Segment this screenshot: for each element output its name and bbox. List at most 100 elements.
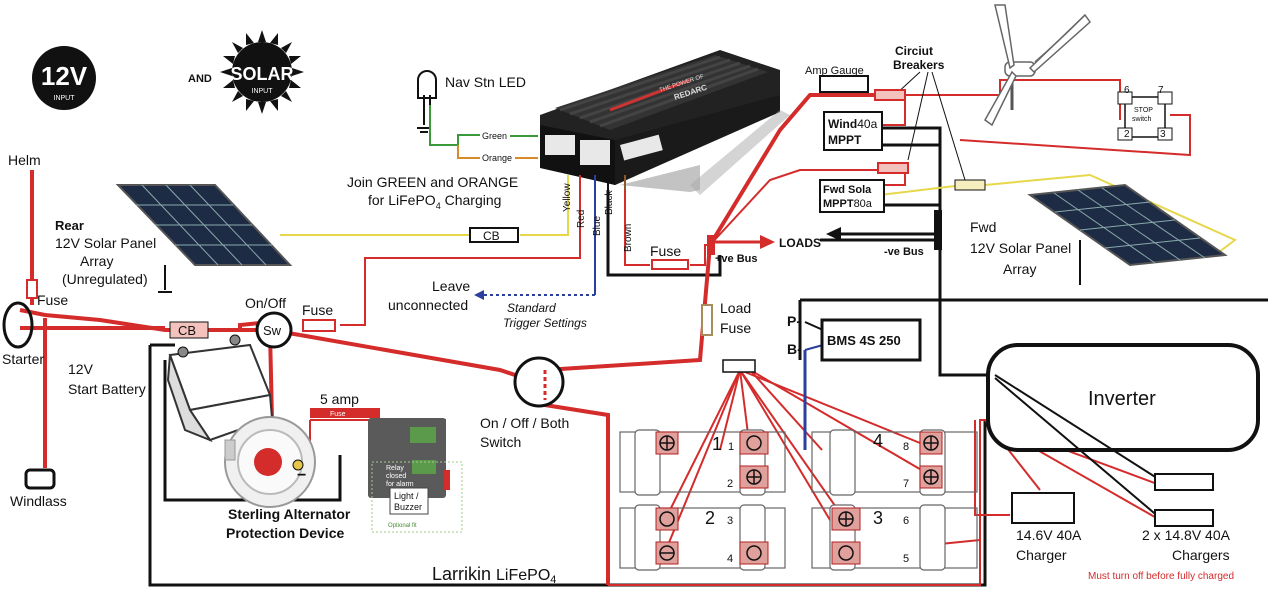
alt-minus: − bbox=[297, 467, 306, 484]
wire-yellow-label: Yellow bbox=[562, 183, 573, 212]
fuse-left-label: Fuse bbox=[37, 292, 68, 308]
start-batt-line2: Start Battery bbox=[68, 381, 146, 397]
wind-mppt-line2: MPPT bbox=[828, 133, 862, 147]
orange-wire bbox=[457, 145, 480, 159]
cell-2-small: 2 bbox=[727, 478, 733, 490]
fwd-line2: Array bbox=[1003, 261, 1036, 277]
fwd-solar-panel bbox=[1027, 183, 1228, 285]
stop-pin-2: 2 bbox=[1124, 129, 1130, 140]
badge-solar: AND SOLAR INPUT bbox=[188, 30, 304, 114]
wind-mppt-rating: 40a bbox=[857, 117, 877, 131]
bms-label: BMS 4S 250 bbox=[827, 333, 901, 348]
leave-line1: Leave bbox=[432, 278, 470, 294]
join-sub: 4 bbox=[436, 201, 441, 211]
wind-mppt-line1: Wind40a bbox=[828, 117, 878, 131]
wind-turbine bbox=[984, 4, 1092, 127]
cb-left-label: CB bbox=[178, 323, 196, 338]
cb-mid-box bbox=[469, 227, 519, 243]
start-batt-line1: 12V bbox=[68, 361, 94, 377]
cb-breaker-3 bbox=[954, 179, 986, 191]
light-buzzer-box bbox=[371, 461, 463, 533]
cell-7-small: 7 bbox=[903, 478, 909, 490]
onoffboth-switch bbox=[513, 356, 565, 408]
wire-blue-label: Blue bbox=[592, 216, 603, 236]
sw-label: Sw bbox=[263, 323, 282, 338]
rear-line3: (Unregulated) bbox=[62, 271, 148, 287]
wind-mppt bbox=[823, 111, 883, 151]
larrikin-label: Larrikin LiFePO4 bbox=[432, 564, 556, 586]
wire-brown-label: Brown bbox=[623, 224, 634, 252]
nav-led bbox=[417, 70, 437, 133]
relay-line2: closed bbox=[386, 473, 406, 480]
join-line1: Join GREEN and ORANGE bbox=[347, 174, 518, 190]
chargers-line1: 2 x 14.8V 40A bbox=[1142, 527, 1231, 543]
inverter-label: Inverter bbox=[1088, 388, 1156, 410]
five-amp-fuse bbox=[310, 408, 380, 418]
rear-line2: Array bbox=[80, 253, 113, 269]
terminal-block bbox=[722, 359, 756, 373]
inverter-box bbox=[986, 343, 1260, 452]
rear-solar-panel bbox=[115, 184, 293, 293]
wire-red-label: Red bbox=[576, 210, 587, 228]
loads-arrow-black-head bbox=[826, 227, 841, 241]
light-line2: Buzzer bbox=[394, 502, 422, 512]
cell-3-small: 3 bbox=[727, 515, 733, 527]
five-amp-label: 5 amp bbox=[320, 391, 359, 407]
light-line1: Light / bbox=[394, 491, 419, 501]
fuse-bus bbox=[651, 259, 689, 270]
onoffboth-line2: Switch bbox=[480, 434, 521, 450]
cell-6-small: 6 bbox=[903, 515, 909, 527]
cell-8-small: 8 bbox=[903, 441, 909, 453]
leave-line2: unconnected bbox=[388, 297, 468, 313]
rear-title: Rear bbox=[55, 218, 84, 233]
cell-2-big: 2 bbox=[705, 508, 715, 528]
load-fuse-line1: Load bbox=[720, 300, 751, 316]
must-turn-off: Must turn off before fully charged bbox=[1088, 571, 1234, 582]
cb-breaker-2 bbox=[877, 162, 909, 174]
fuse-small-label: Fuse bbox=[330, 411, 346, 418]
cell-4-small: 4 bbox=[727, 553, 733, 565]
charger-line2: Charger bbox=[1016, 547, 1067, 563]
cb-title-line2: Breakers bbox=[893, 58, 945, 72]
join-text-b: Charging bbox=[441, 192, 502, 208]
relay: Relay closed for alarm bbox=[368, 418, 446, 498]
larrikin-chem: LiFePO bbox=[496, 567, 550, 584]
standard-line2: Trigger Settings bbox=[503, 316, 587, 330]
buzzer-fuse bbox=[444, 470, 450, 490]
wire-black-label: Black bbox=[604, 190, 615, 215]
onoff-switch bbox=[255, 311, 293, 349]
badge-solar-sub: INPUT bbox=[252, 88, 274, 95]
larrikin-sub: 4 bbox=[550, 574, 556, 586]
relay-line3: for alarm bbox=[386, 481, 414, 488]
wind-mppt-name: Wind bbox=[828, 117, 857, 131]
cb-breaker-1 bbox=[874, 89, 906, 101]
windlass-label: Windlass bbox=[10, 493, 67, 509]
standard-line1: Standard bbox=[507, 301, 556, 315]
sterling-line2: Protection Device bbox=[226, 525, 344, 541]
pos-bus-label: +ve Bus bbox=[715, 253, 758, 265]
badge-12v-text: 12V bbox=[41, 61, 88, 91]
loads-arrow-head bbox=[760, 235, 775, 249]
stop-label-1: STOP bbox=[1134, 107, 1153, 114]
cell-5-small: 5 bbox=[903, 553, 909, 565]
orange-label: Orange bbox=[482, 153, 512, 163]
cell-1-big: 1 bbox=[712, 434, 722, 454]
rear-line1: 12V Solar Panel bbox=[55, 235, 156, 251]
p-minus-label: P- bbox=[787, 313, 801, 329]
amp-gauge bbox=[819, 75, 869, 93]
sterling-line1: Sterling Alternator bbox=[228, 506, 351, 522]
larrikin-name: Larrikin bbox=[432, 564, 496, 584]
loads-label: LOADS bbox=[779, 236, 821, 250]
starter-motor bbox=[2, 301, 34, 349]
positive-wiring bbox=[19, 93, 900, 585]
badge-and-text: AND bbox=[188, 73, 212, 85]
green-label: Green bbox=[482, 131, 507, 141]
fwd-mppt-rating: 80a bbox=[854, 198, 873, 210]
pos-bus-bar bbox=[707, 235, 715, 255]
fwd-mppt-line1: Fwd Sola bbox=[823, 184, 872, 196]
stop-pin-7: 7 bbox=[1158, 85, 1164, 96]
load-fuse-line2: Fuse bbox=[720, 320, 751, 336]
cell-term-symbols bbox=[659, 435, 939, 561]
relay-line1: Relay bbox=[386, 465, 404, 472]
